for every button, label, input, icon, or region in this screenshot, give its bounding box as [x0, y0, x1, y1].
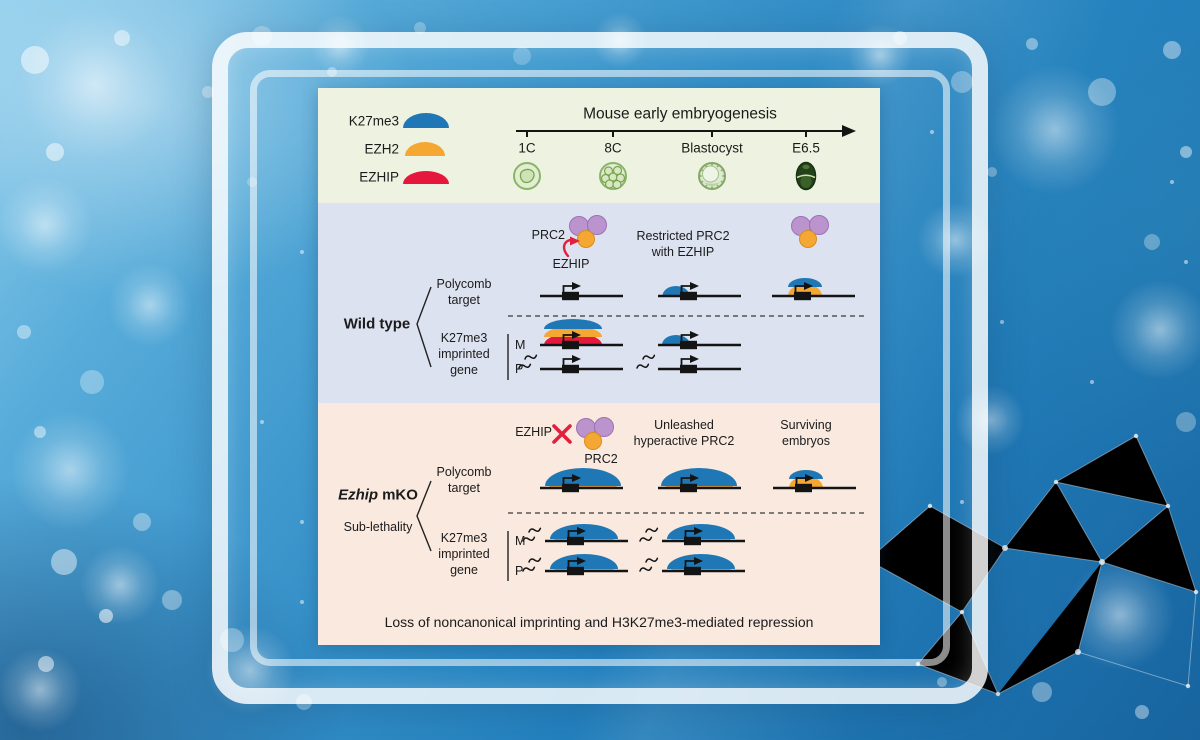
- legend-label-ezhip: EZHIP: [359, 169, 399, 185]
- sub-lethality-label: Sub-lethality: [343, 519, 413, 534]
- k27me3-layer-dome-icon: [544, 319, 602, 329]
- mko-note-line2: hyperactive PRC2: [633, 433, 735, 448]
- ezhip-mko-bracket: [416, 480, 432, 552]
- wt-ezhip-label: EZHIP: [552, 256, 590, 271]
- wt-polycomb-label-line1: Polycomb: [436, 276, 492, 291]
- k27me3-dome-icon: [403, 113, 449, 128]
- ezhip-binding-arrowhead-icon: [570, 236, 580, 246]
- figure-caption: Loss of noncanonical imprinting and H3K2…: [384, 614, 814, 630]
- wild-type-label: Wild type: [343, 315, 411, 333]
- wt-note-line1: Restricted PRC2: [636, 228, 730, 243]
- mko-imprinted-label-line2: imprinted: [438, 546, 490, 561]
- graphical-abstract: K27me3 EZH2 EZHIP Mouse early embryogene…: [318, 88, 880, 645]
- stage-label-e65: E6.5: [792, 140, 820, 156]
- decor-frame-outer: [212, 32, 988, 704]
- transcription-squiggle-icon: [638, 534, 653, 544]
- mko-prc2-label: PRC2: [584, 451, 618, 466]
- mko-polycomb-label-line2: target: [448, 480, 480, 495]
- ezhip-dome-icon: [403, 171, 449, 184]
- surviving-embryos-line2: embryos: [782, 433, 830, 448]
- mko-imprinted-label-line3: gene: [450, 562, 478, 577]
- mko-note-line1: Unleashed: [654, 417, 714, 432]
- stage-label-1c: 1C: [518, 140, 536, 156]
- timeline-title: Mouse early embryogenesis: [583, 105, 777, 123]
- mko-maternal-allele-label: M: [515, 533, 526, 548]
- gene-diagram: [656, 353, 743, 375]
- decor-frame-inner: [250, 70, 950, 666]
- diagram-shapes: [403, 113, 868, 581]
- gene-diagram: [538, 280, 625, 302]
- legend-label-ezh2: EZH2: [364, 141, 399, 157]
- surviving-embryos-line1: Surviving: [780, 417, 832, 432]
- wt-maternal-allele-label: M: [515, 337, 526, 352]
- mko-paternal-allele-label: P: [515, 563, 524, 578]
- ezhip-gene-name: Ezhip: [338, 486, 379, 504]
- stage-label-8c: 8C: [604, 140, 622, 156]
- transcription-squiggle-icon: [521, 564, 536, 574]
- red-x-icon: [552, 424, 572, 444]
- wt-polycomb-label-line2: target: [448, 292, 480, 307]
- transcription-squiggle-icon: [641, 352, 656, 362]
- prc2-complex-e65-icon: [791, 215, 829, 248]
- mko-suffix: mKO: [382, 486, 418, 504]
- transcription-squiggle-icon: [644, 525, 659, 535]
- stage-label-blastocyst: Blastocyst: [681, 140, 743, 156]
- embryo-blastocyst-icon: [698, 162, 726, 190]
- hyperactive-prc2-complex-icon: [576, 417, 614, 450]
- wt-imprinted-label-line3: gene: [450, 362, 478, 377]
- timeline-ticks: [526, 131, 807, 137]
- wt-imprinted-label-line1: K27me3: [440, 330, 488, 345]
- mko-ezhip-label: EZHIP: [515, 424, 552, 439]
- mko-polycomb-label-line1: Polycomb: [436, 464, 492, 479]
- legend-label-k27me3: K27me3: [348, 113, 399, 129]
- k27me3-large-dome-icon: [545, 468, 621, 486]
- wt-paternal-allele-label: P: [515, 361, 524, 376]
- mko-imprinted-label-line1: K27me3: [440, 530, 488, 545]
- gene-diagram: [538, 353, 625, 375]
- timeline-arrowhead-icon: [842, 125, 856, 137]
- transcription-squiggle-icon: [527, 555, 542, 565]
- transcription-squiggle-icon: [644, 555, 659, 565]
- embryo-8c-icon: [599, 162, 627, 190]
- embryo-e65-icon: [795, 161, 817, 191]
- transcription-squiggle-icon: [638, 564, 653, 574]
- wild-type-bracket: [416, 286, 432, 368]
- transcription-squiggle-icon: [635, 361, 650, 371]
- wt-prc2-label: PRC2: [531, 227, 565, 242]
- embryo-1c-icon: [513, 162, 541, 190]
- transcription-squiggle-icon: [527, 525, 542, 535]
- transcription-squiggle-icon: [523, 352, 538, 362]
- ezh2-dome-icon: [405, 142, 445, 156]
- wt-note-line2: with EZHIP: [651, 244, 715, 259]
- k27me3-large-dome-icon: [661, 468, 737, 486]
- wt-imprinted-label-line2: imprinted: [438, 346, 490, 361]
